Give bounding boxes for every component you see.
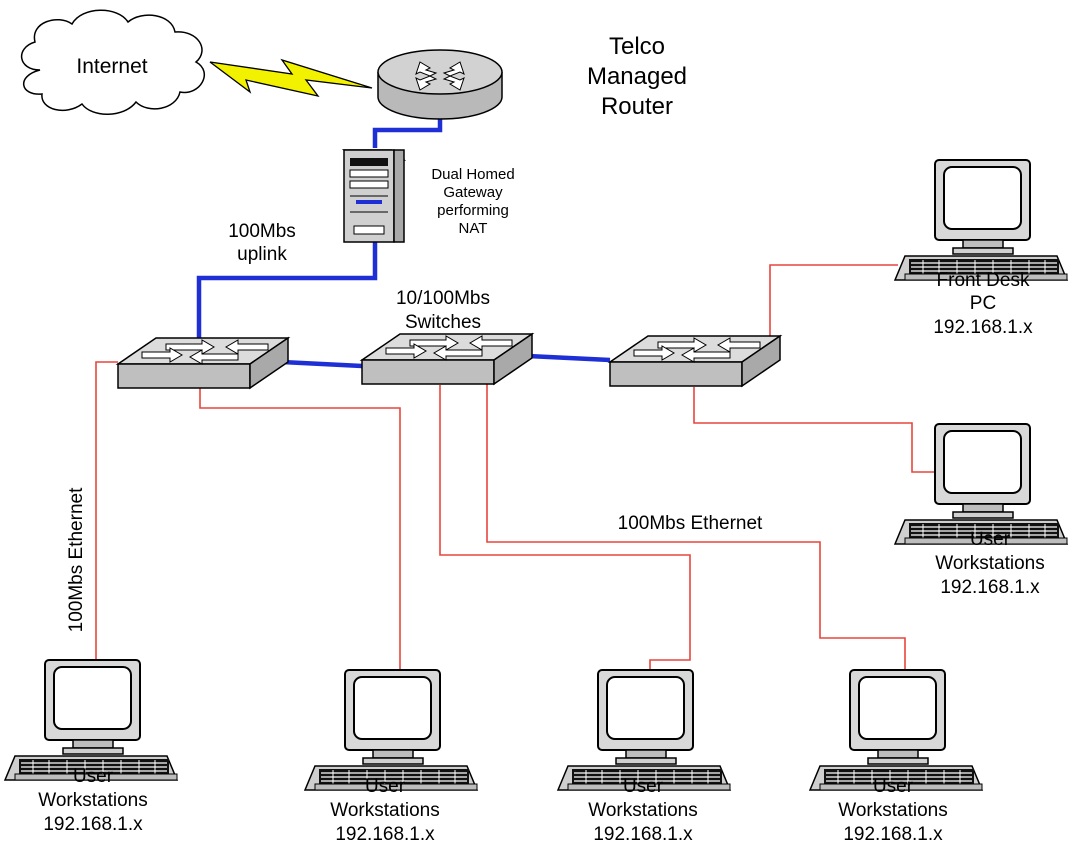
- workstation-bottom-4: User Workstations 192.168.1.x: [809, 669, 983, 843]
- gateway-label-2: Gateway: [443, 184, 503, 201]
- gateway-switch-cable: [196, 240, 378, 340]
- front-desk-label-2: PC: [970, 293, 996, 314]
- workstation-bottom-2-label-3: 192.168.1.x: [335, 824, 435, 843]
- switches-label-1: 10/100Mbs: [396, 288, 490, 309]
- router-label-1: Telco: [609, 33, 665, 60]
- uplink-label-2: uplink: [237, 244, 287, 265]
- switch2-switch3-cable: [527, 353, 611, 363]
- workstation-bottom-1-label-3: 192.168.1.x: [43, 814, 143, 835]
- router-arrows-icon: [415, 61, 465, 91]
- front-desk-label-1: Front Desk: [937, 270, 1030, 291]
- ethernet-horizontal-label: 100Mbs Ethernet: [618, 513, 763, 534]
- workstation-right-label-1: User: [970, 529, 1011, 550]
- cable-bottom-4: [486, 380, 906, 670]
- switch1-switch2-cable: [281, 359, 363, 369]
- internet-cloud: Internet: [20, 9, 206, 115]
- workstation-bottom-3-label-1: User: [623, 776, 664, 797]
- gateway-label-1: Dual Homed: [431, 166, 514, 183]
- front-desk-pc: Front Desk PC 192.168.1.x: [894, 159, 1068, 338]
- front-desk-label-3: 192.168.1.x: [933, 317, 1033, 338]
- workstation-bottom-2-label-1: User: [365, 776, 406, 797]
- gateway-server: Dual Homed Gateway performing NAT: [341, 149, 515, 243]
- cable-bottom-2: [199, 388, 401, 670]
- workstation-bottom-3: User Workstations 192.168.1.x: [557, 669, 731, 843]
- gateway-label-4: NAT: [459, 220, 488, 237]
- uplink-cables: [196, 105, 611, 369]
- workstation-bottom-2: User Workstations 192.168.1.x: [304, 669, 478, 843]
- workstation-bottom-3-label-3: 192.168.1.x: [593, 824, 693, 843]
- workstation-bottom-3-label-2: Workstations: [588, 800, 697, 821]
- workstation-bottom-3-computer-icon: [557, 669, 731, 791]
- front-desk-computer-icon: [894, 159, 1068, 281]
- wan-lightning-icon: [209, 58, 373, 98]
- cable-bottom-1: [95, 361, 118, 660]
- workstation-bottom-4-label-3: 192.168.1.x: [843, 824, 943, 843]
- workstation-bottom-4-computer-icon: [809, 669, 983, 791]
- workstation-right-computer-icon: [894, 423, 1068, 545]
- workstation-bottom-1: User Workstations 192.168.1.x: [4, 659, 178, 835]
- cable-right-ws: [693, 387, 935, 473]
- switch-right: [609, 335, 781, 387]
- uplink-label-1: 100Mbs: [228, 221, 296, 242]
- workstation-bottom-1-label-1: User: [73, 766, 114, 787]
- ethernet-vertical-label: 100Mbs Ethernet: [66, 487, 87, 632]
- switches-label-2: Switches: [405, 312, 481, 333]
- workstation-bottom-1-label-2: Workstations: [38, 790, 147, 811]
- cable-front-desk: [769, 264, 898, 340]
- router-label-3: Router: [601, 93, 673, 120]
- workstation-bottom-4-label-2: Workstations: [838, 800, 947, 821]
- workstation-right-label-2: Workstations: [935, 553, 1044, 574]
- switch-center: [361, 333, 533, 385]
- workstation-bottom-2-label-2: Workstations: [330, 800, 439, 821]
- gateway-label-3: performing: [437, 202, 509, 219]
- internet-label: Internet: [76, 55, 147, 78]
- workstation-bottom-4-label-1: User: [873, 776, 914, 797]
- switch-left: [117, 337, 289, 389]
- workstation-bottom-2-computer-icon: [304, 669, 478, 791]
- workstation-bottom-1-computer-icon: [4, 659, 178, 781]
- router-label-2: Managed: [587, 63, 687, 90]
- workstation-right: User Workstations 192.168.1.x: [894, 423, 1068, 598]
- cable-bottom-3: [439, 385, 691, 670]
- workstation-right-label-3: 192.168.1.x: [940, 577, 1040, 598]
- ethernet-cables: [95, 264, 935, 670]
- telco-router: Telco Managed Router: [377, 33, 687, 120]
